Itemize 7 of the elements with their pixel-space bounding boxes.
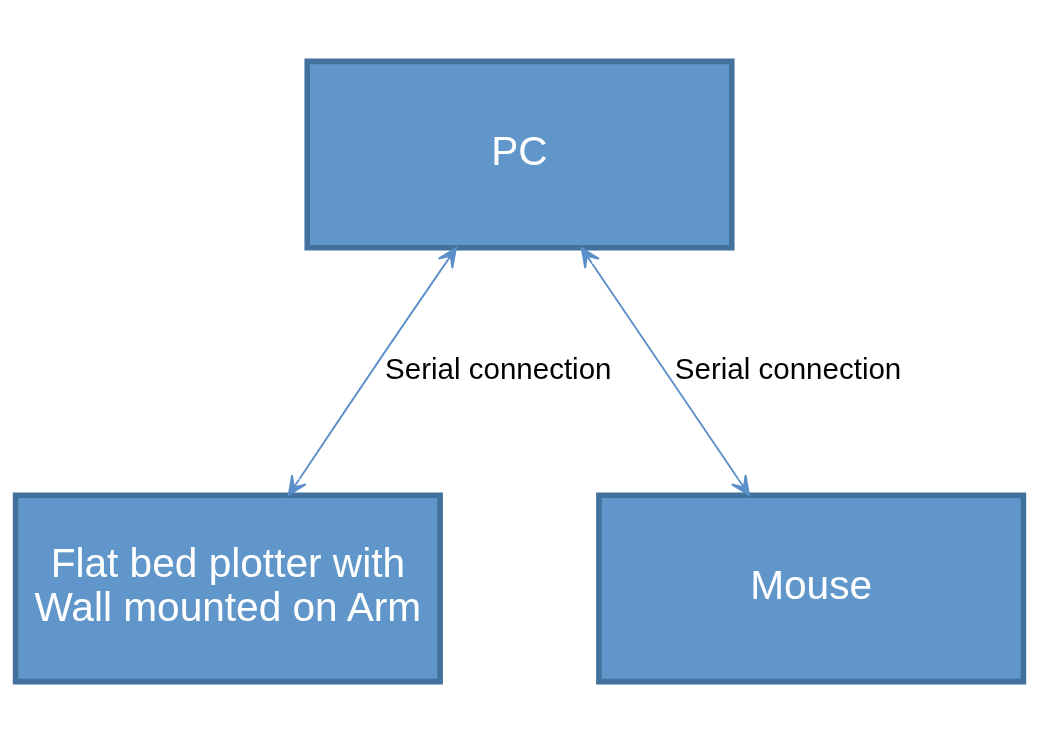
edge-label: Serial connection bbox=[385, 351, 612, 385]
node-box: Mouse bbox=[596, 492, 1027, 685]
node-box: PC bbox=[304, 58, 735, 251]
edge-label: Serial connection bbox=[674, 351, 902, 385]
arrow bbox=[580, 247, 750, 496]
arrow bbox=[287, 247, 457, 496]
node-box: Flat bed plotter with Wall mounted on Arm bbox=[12, 492, 443, 685]
